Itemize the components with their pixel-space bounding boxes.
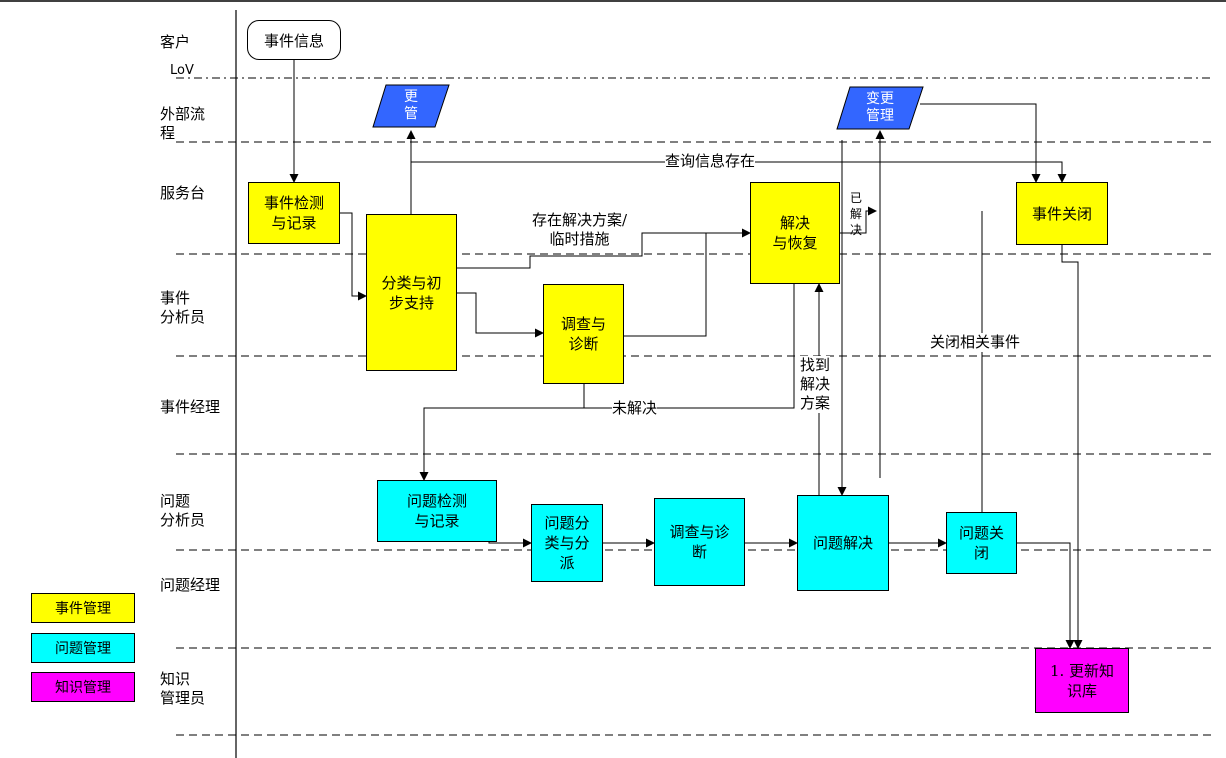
node-update-kb[interactable]: 1. 更新知 识库 [1035,648,1129,713]
label-query-exists: 查询信息存在 [665,152,756,171]
node-change-left-shape [372,84,450,128]
lane-problem-analyst: 问题 分析员 [160,492,206,529]
label-resolved: 已 解 决 [850,191,863,237]
node-problem-close[interactable]: 问题关 闭 [946,512,1017,574]
node-event-info[interactable]: 事件信息 [247,20,341,60]
lane-customer: 客户 [160,33,191,51]
node-problem-resolve[interactable]: 问题解决 [797,495,889,591]
node-change-right[interactable]: 变更 管理 [866,91,894,124]
lane-incident-analyst: 事件 分析员 [160,289,206,326]
node-problem-detect[interactable]: 问题检测 与记录 [377,480,497,542]
node-investigate[interactable]: 调查与 诊断 [543,284,624,384]
flow-arrows [289,60,1083,649]
legend-knowledge: 知识管理 [31,672,135,702]
lane-lov: LoV [170,63,194,78]
label-solution-exists: 存在解决方案/ 临时措施 [532,211,628,248]
lane-incident-manager: 事件经理 [160,398,221,416]
node-problem-classify[interactable]: 问题分 类与分 派 [531,504,603,582]
legend-incident: 事件管理 [31,593,135,623]
lane-problem-manager: 问题经理 [160,576,221,594]
node-detect-record[interactable]: 事件检测 与记录 [248,182,340,244]
legend-problem: 问题管理 [31,633,135,663]
node-incident-close[interactable]: 事件关闭 [1016,182,1108,245]
node-change-left[interactable]: 更 管 [404,89,418,122]
lane-separators [176,77,1212,736]
label-found-solution: 找到 解决 方案 [800,356,831,413]
node-classify-support[interactable]: 分类与初 步支持 [366,214,457,371]
node-resolve-recover[interactable]: 解决 与恢复 [750,182,840,284]
node-problem-investigate[interactable]: 调查与诊 断 [654,498,745,586]
label-unresolved: 未解决 [612,399,658,418]
node-change-right-shape [836,86,924,130]
lane-knowledge-manager: 知识 管理员 [160,670,206,707]
lane-external: 外部流 程 [160,105,206,142]
label-close-related: 关闭相关事件 [930,333,1021,352]
lane-servicedesk: 服务台 [160,184,206,202]
